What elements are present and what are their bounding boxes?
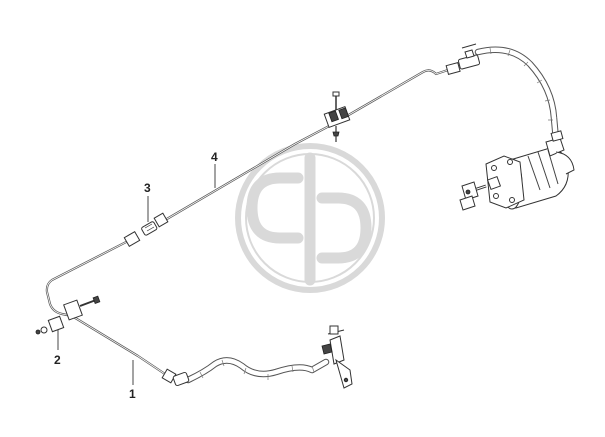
pipe-nut-lower-right [123,230,141,248]
callout-leaders [57,164,216,385]
lower-connector-bracket [321,325,353,389]
pipe-clip-bracket [35,295,101,335]
rigid-pipe-upper [158,68,450,225]
clutch-booster-assembly [459,130,575,211]
callout-3: 3 [144,181,151,195]
rigid-pipe-lower [45,237,170,378]
callout-1: 1 [129,387,136,401]
pipe-nut-upper-left [153,212,169,228]
brand-logo-watermark [235,143,385,293]
pipe-clamp-bracket [323,91,351,142]
flexible-hose-lower [184,357,330,384]
lower-hose-fitting [161,368,190,387]
upper-hose-fitting [445,43,481,75]
flexible-hose-upper [474,46,560,144]
callout-4: 4 [211,150,218,164]
callout-2: 2 [54,353,61,367]
callout-labels: 1 2 3 4 [54,150,218,401]
union-adapter [141,221,158,236]
